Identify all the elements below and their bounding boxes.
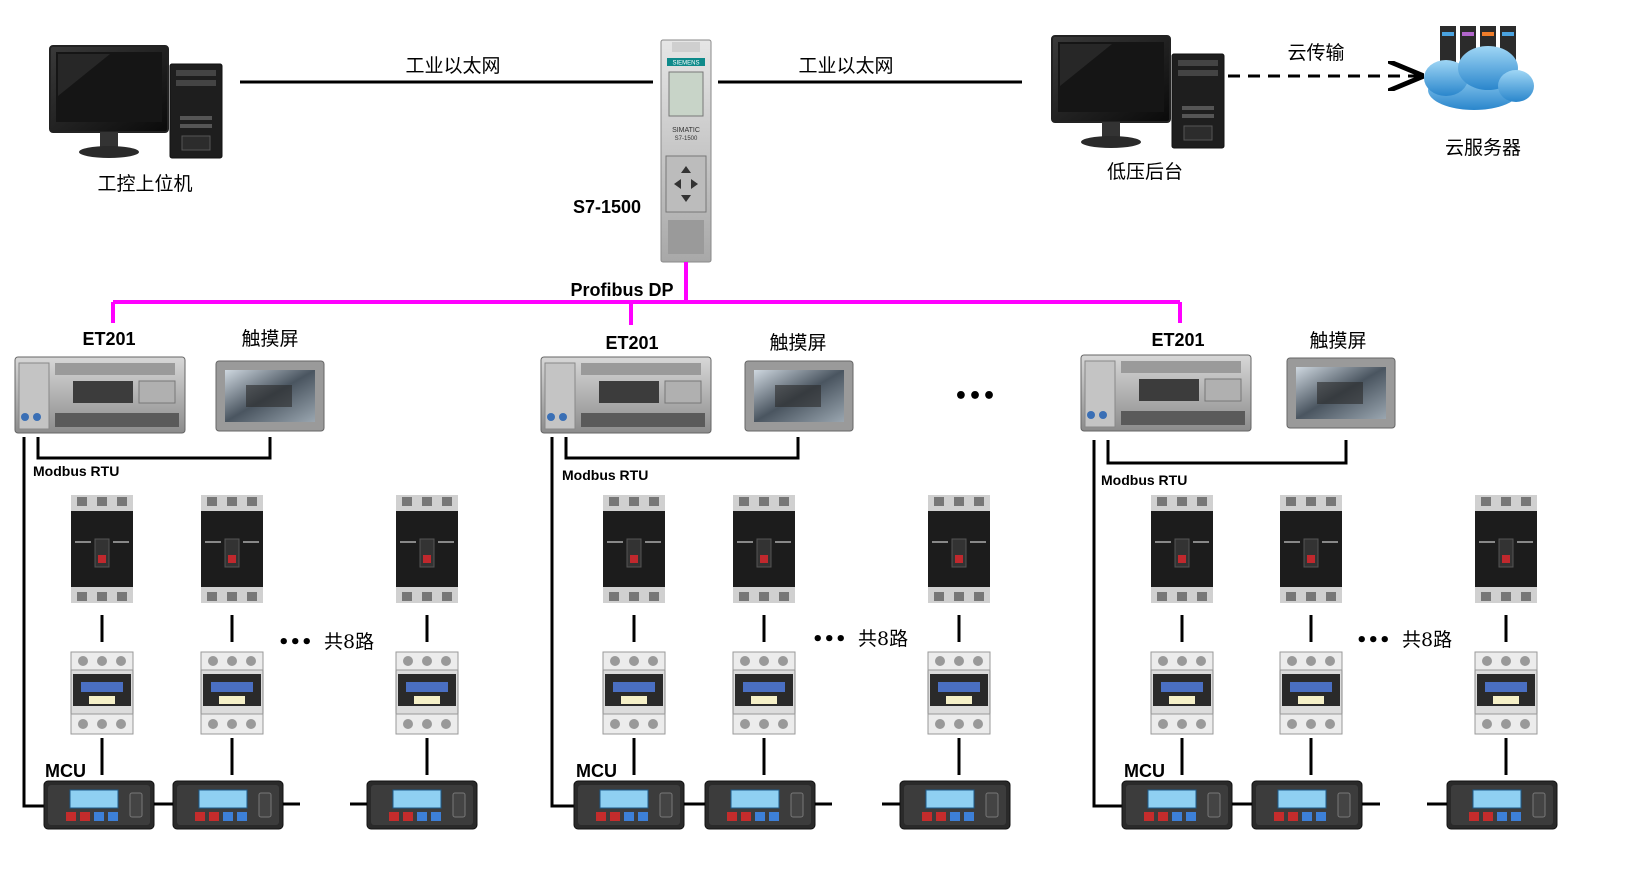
mcu-label: MCU [45,761,86,781]
et201-label: ET201 [605,333,658,353]
hmi-modbus-link [564,437,800,460]
circuit-breaker [395,494,459,604]
low-voltage-backend-label: 低压后台 [1107,161,1183,183]
contactor [1150,651,1214,735]
contactor [395,651,459,735]
et201-module [1080,354,1252,432]
modbus-rtu-label: Modbus RTU [562,467,648,483]
channel-count-label: 共8路 [324,631,374,653]
ellipsis: ••• [812,629,847,650]
circuit-breaker [732,494,796,604]
et201-module [14,356,186,434]
et201-label: ET201 [82,329,135,349]
mcu-device [1121,780,1233,830]
low-voltage-backend-pc [1051,35,1225,149]
touch-screen-panel [1286,357,1396,429]
touch-screen-label: 触摸屏 [1309,330,1366,352]
circuit-breaker [602,494,666,604]
mcu-device [1446,780,1558,830]
et201-label: ET201 [1151,330,1204,350]
plc-label: S7-1500 [573,197,641,217]
mcu-device [1251,780,1363,830]
circuit-breaker [1279,494,1343,604]
modbus-bus-line [550,437,574,808]
station-3: ET201 触摸屏 Modbus RTU ••• 共8路 MCU [1080,330,1558,830]
mcu-device [43,780,155,830]
cloud-transfer-label: 云传输 [1287,42,1344,64]
contactor [602,651,666,735]
touch-screen-label: 触摸屏 [769,332,826,354]
mcu-device [899,780,1011,830]
channel-count-label: 共8路 [1402,629,1452,651]
circuit-breaker [70,494,134,604]
modbus-rtu-label: Modbus RTU [1101,472,1187,488]
contactor [200,651,264,735]
modbus-rtu-label: Modbus RTU [33,463,119,479]
hmi-modbus-link [1106,440,1348,465]
s7-1500-plc: SIEMENS SIMATIC S7-1500 [660,39,712,263]
station-1: ET201 触摸屏 Modbus RTU ••• 共8路 MCU [14,328,478,830]
upper-computer-label: 工控上位机 [97,173,192,195]
contactor [927,651,991,735]
mcu-device [704,780,816,830]
plc-model-text-1: SIMATIC [672,127,700,134]
plc-brand-text: SIEMENS [672,61,699,67]
et201-module [540,356,712,434]
mcu-device [172,780,284,830]
station-2: ET201 触摸屏 Modbus RTU ••• 共8路 MCU [540,332,1011,830]
profibus-dp-label: Profibus DP [570,280,673,300]
plc-model-text-2: S7-1500 [675,136,698,142]
channel-count-label: 共8路 [858,628,908,650]
circuit-breaker [1150,494,1214,604]
circuit-breaker [200,494,264,604]
cloud-server-label: 云服务器 [1445,137,1521,159]
ethernet-label-right: 工业以太网 [798,55,893,77]
contactor [70,651,134,735]
circuit-breaker [1474,494,1538,604]
cloud-server-icon [1424,26,1534,110]
contactor [732,651,796,735]
mcu-device [573,780,685,830]
modbus-bus-line [1092,440,1122,808]
contactor [1474,651,1538,735]
mcu-device [366,780,478,830]
ethernet-label-left: 工业以太网 [405,55,500,77]
ellipsis: ••• [1356,630,1391,651]
modbus-bus-line [22,437,44,808]
more-stations-ellipsis: ••• [954,384,996,409]
touch-screen-panel [744,360,854,432]
mcu-label: MCU [576,761,617,781]
hmi-modbus-link [36,437,272,460]
touch-screen-label: 触摸屏 [241,328,298,350]
ellipsis: ••• [278,632,313,653]
contactor [1279,651,1343,735]
upper-computer-pc [49,45,223,159]
profibus-dp-bus [111,262,1182,325]
mcu-label: MCU [1124,761,1165,781]
touch-screen-panel [215,360,325,432]
circuit-breaker [927,494,991,604]
